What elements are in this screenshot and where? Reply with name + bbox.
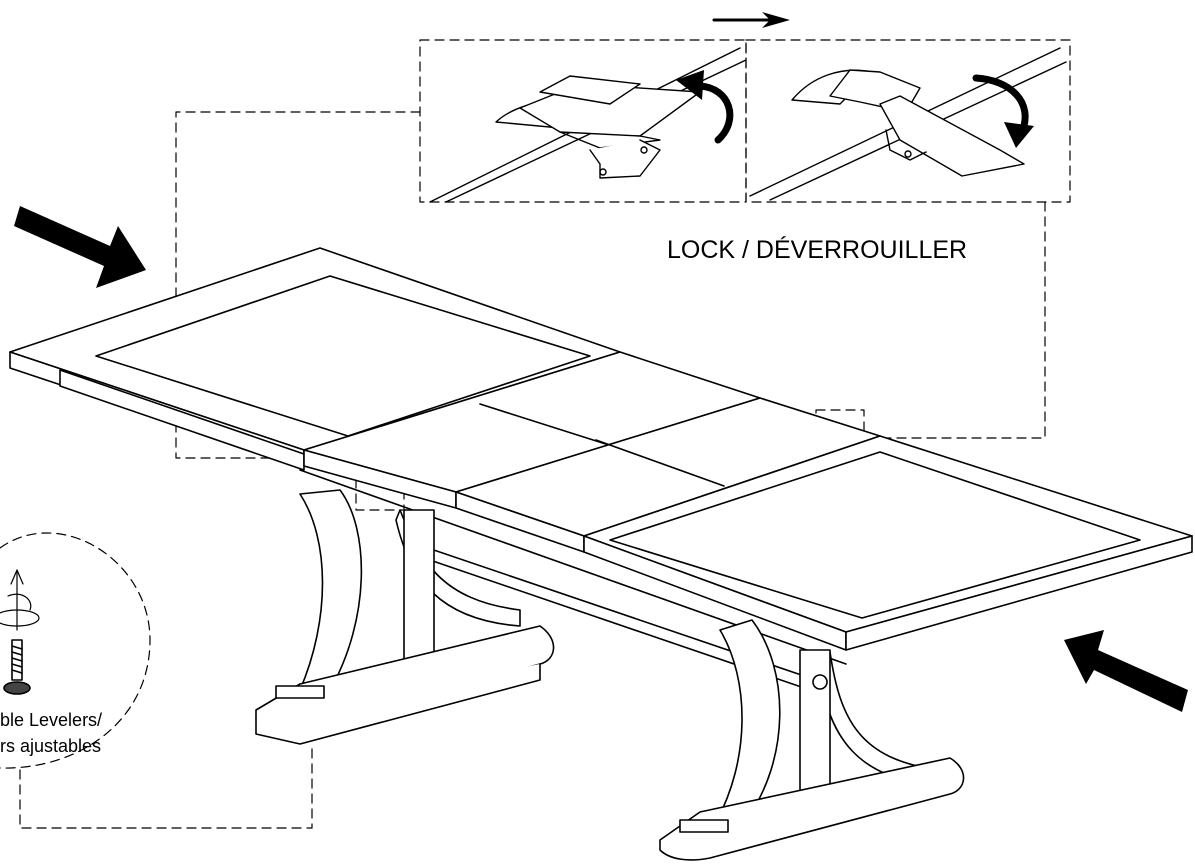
rotate-down-curved-arrow-icon: [972, 74, 1034, 148]
push-arrow-right-icon: [1064, 630, 1188, 712]
push-arrow-left-icon: [14, 206, 146, 288]
levelers-label-en: ble Levelers/: [0, 710, 103, 730]
latch-open-detail: [749, 47, 1067, 201]
latch-callout-frames: [0, 39, 1071, 829]
leveler-callout-leader: [19, 744, 313, 829]
latch-closed-detail: [429, 47, 747, 203]
callout-leader-right: [861, 201, 1046, 439]
rotate-up-curved-arrow-icon: [676, 70, 734, 144]
callout-leader-left: [175, 111, 421, 459]
tabletop: [9, 247, 1193, 665]
leveler-rotate-icon: [0, 569, 40, 631]
right-pedestal: [659, 619, 965, 861]
levelers-label-fr: rs ajustables: [0, 736, 102, 756]
leveler-detail-circle: [0, 532, 151, 769]
leveler-detail: [0, 569, 40, 695]
leveler-screw-icon: [3, 639, 31, 695]
left-pedestal: [255, 489, 555, 745]
latch-detail-box-right: [745, 39, 1071, 203]
lock-unlock-label: LOCK / DÉVERROUILLER: [667, 236, 968, 264]
slide-direction-arrow-icon: [712, 12, 790, 28]
